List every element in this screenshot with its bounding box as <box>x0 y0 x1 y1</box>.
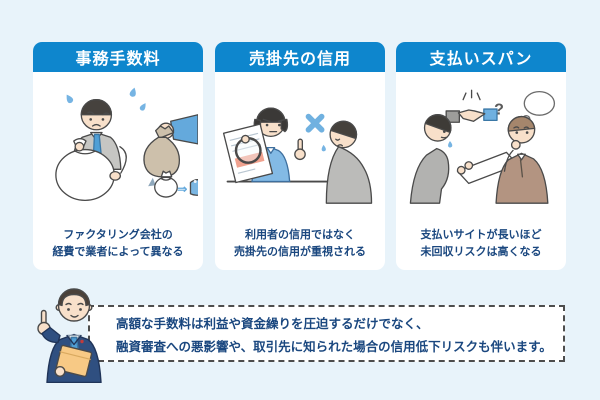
card-admin-fee-illustration-area: ⇒ <box>33 78 203 206</box>
summary-note-box: 高額な手数料は利益や資金繰りを圧迫するだけでなく、 融資審査への悪影響や、取引先… <box>88 305 565 362</box>
svg-text:?: ? <box>494 102 504 119</box>
advisor-character <box>30 280 114 384</box>
card-payment-span-header: 支払いスパン <box>396 42 566 72</box>
card-client-credit-header: 売掛先の信用 <box>215 42 385 72</box>
card-payment-span-illustration-area: ? <box>396 78 566 206</box>
card-payment-span-caption: 支払いサイトが長いほど 未回収リスクは高くなる <box>396 227 566 260</box>
caption-line: ファクタリング会社の <box>63 229 173 241</box>
card-admin-fee: 事務手数料 <box>33 42 203 270</box>
card-client-credit-caption: 利用者の信用ではなく 売掛先の信用が重視される <box>215 227 385 260</box>
summary-note-line-2: 融資審査への悪影響や、取引先に知られた場合の信用低下リスクも伴います。 <box>116 340 552 354</box>
card-admin-fee-caption: ファクタリング会社の 経費で業者によって異なる <box>33 227 203 260</box>
advisor-pointing-illustration <box>37 288 102 384</box>
money-bags-taken-illustration: ⇒ <box>55 87 198 202</box>
caption-line: 経費で業者によって異なる <box>52 245 184 258</box>
card-payment-span: 支払いスパン ? <box>396 42 566 270</box>
caption-line: 売掛先の信用が重視される <box>234 245 366 258</box>
summary-note-line-1: 高額な手数料は利益や資金繰りを圧迫するだけでなく、 <box>116 317 429 331</box>
card-admin-fee-header: 事務手数料 <box>33 42 203 72</box>
caption-line: 未回収リスクは高くなる <box>420 245 542 258</box>
card-client-credit-illustration-area <box>215 78 385 206</box>
svg-text:⇒: ⇒ <box>177 182 187 196</box>
payment-terms-illustration: ? <box>409 89 556 204</box>
credit-check-illustration <box>222 107 373 204</box>
caption-line: 支払いサイトが長いほど <box>420 229 542 241</box>
card-client-credit: 売掛先の信用 <box>215 42 385 270</box>
caption-line: 利用者の信用ではなく <box>245 229 355 241</box>
